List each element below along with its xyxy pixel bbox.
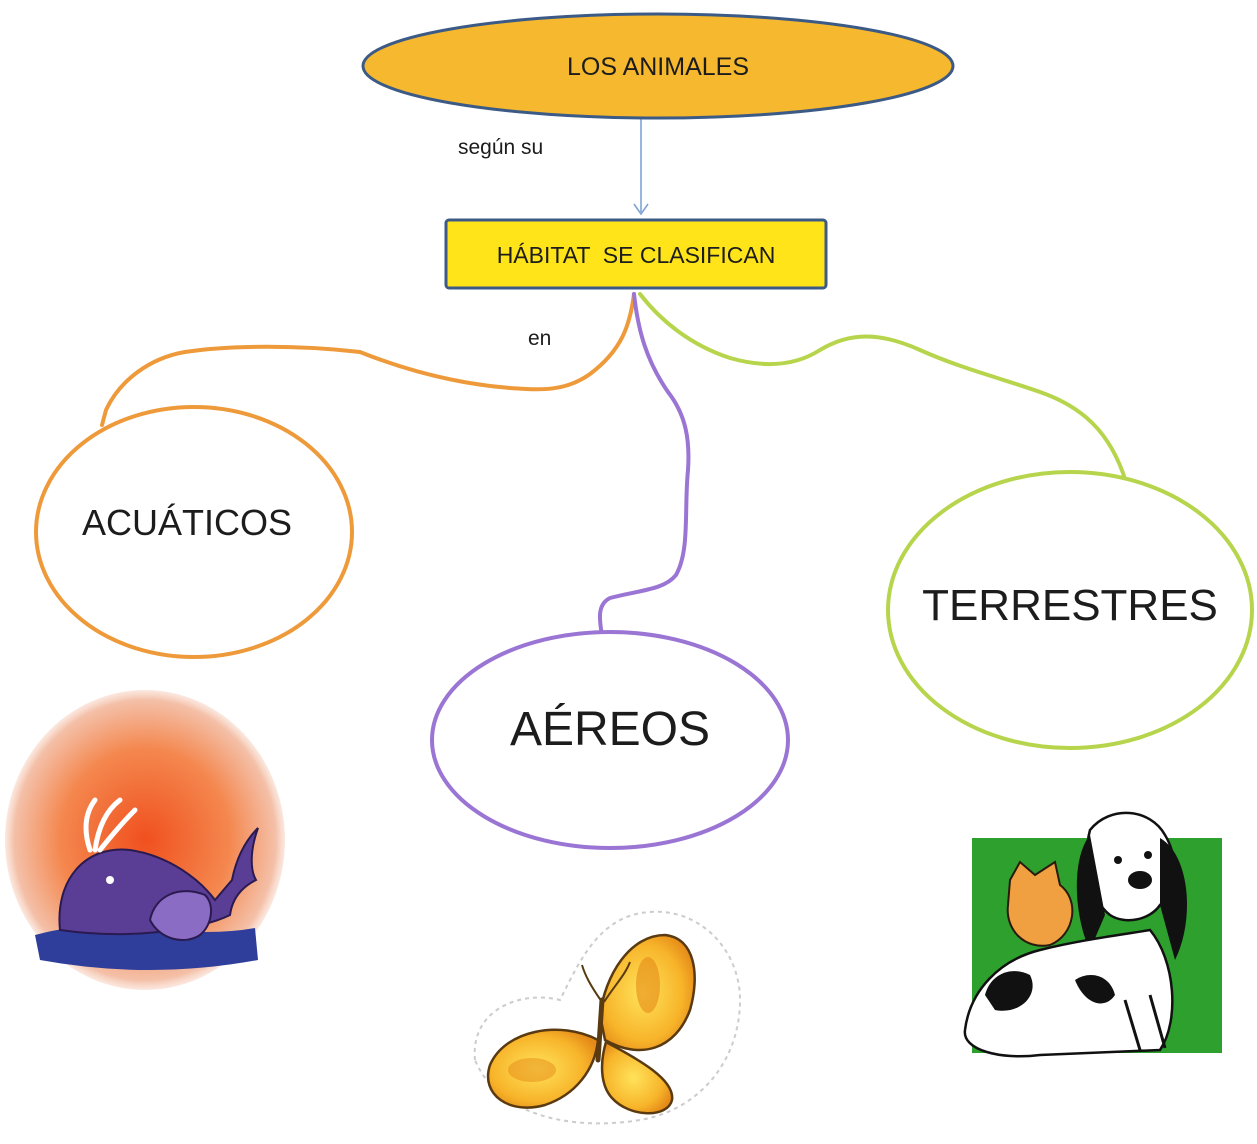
dog-and-cat-icon [963,811,1222,1058]
classifier-label: HÁBITAT SE CLASIFICAN [497,242,776,268]
root-node: LOS ANIMALES [361,12,955,120]
category-label-aereos: AÉREOS [510,703,710,756]
link-classifier-label: en [528,327,551,350]
connector-aereos [597,292,691,638]
category-node-terrestres: TERRESTRES [886,470,1254,750]
classifier-node: HÁBITAT SE CLASIFICAN [444,218,828,290]
connector-terrestres [638,292,1128,484]
category-label-acuaticos: ACUÁTICOS [82,502,292,543]
connector-acuaticos [100,292,636,427]
butterfly-icon [473,910,742,1125]
category-node-acuaticos: ACUÁTICOS [34,405,354,659]
link-root-label: según su [458,136,543,159]
category-label-terrestres: TERRESTRES [922,581,1218,630]
whale-icon [5,690,285,990]
link-root-to-classifier [633,118,649,216]
root-label: LOS ANIMALES [567,53,749,81]
category-node-aereos: AÉREOS [430,630,790,850]
